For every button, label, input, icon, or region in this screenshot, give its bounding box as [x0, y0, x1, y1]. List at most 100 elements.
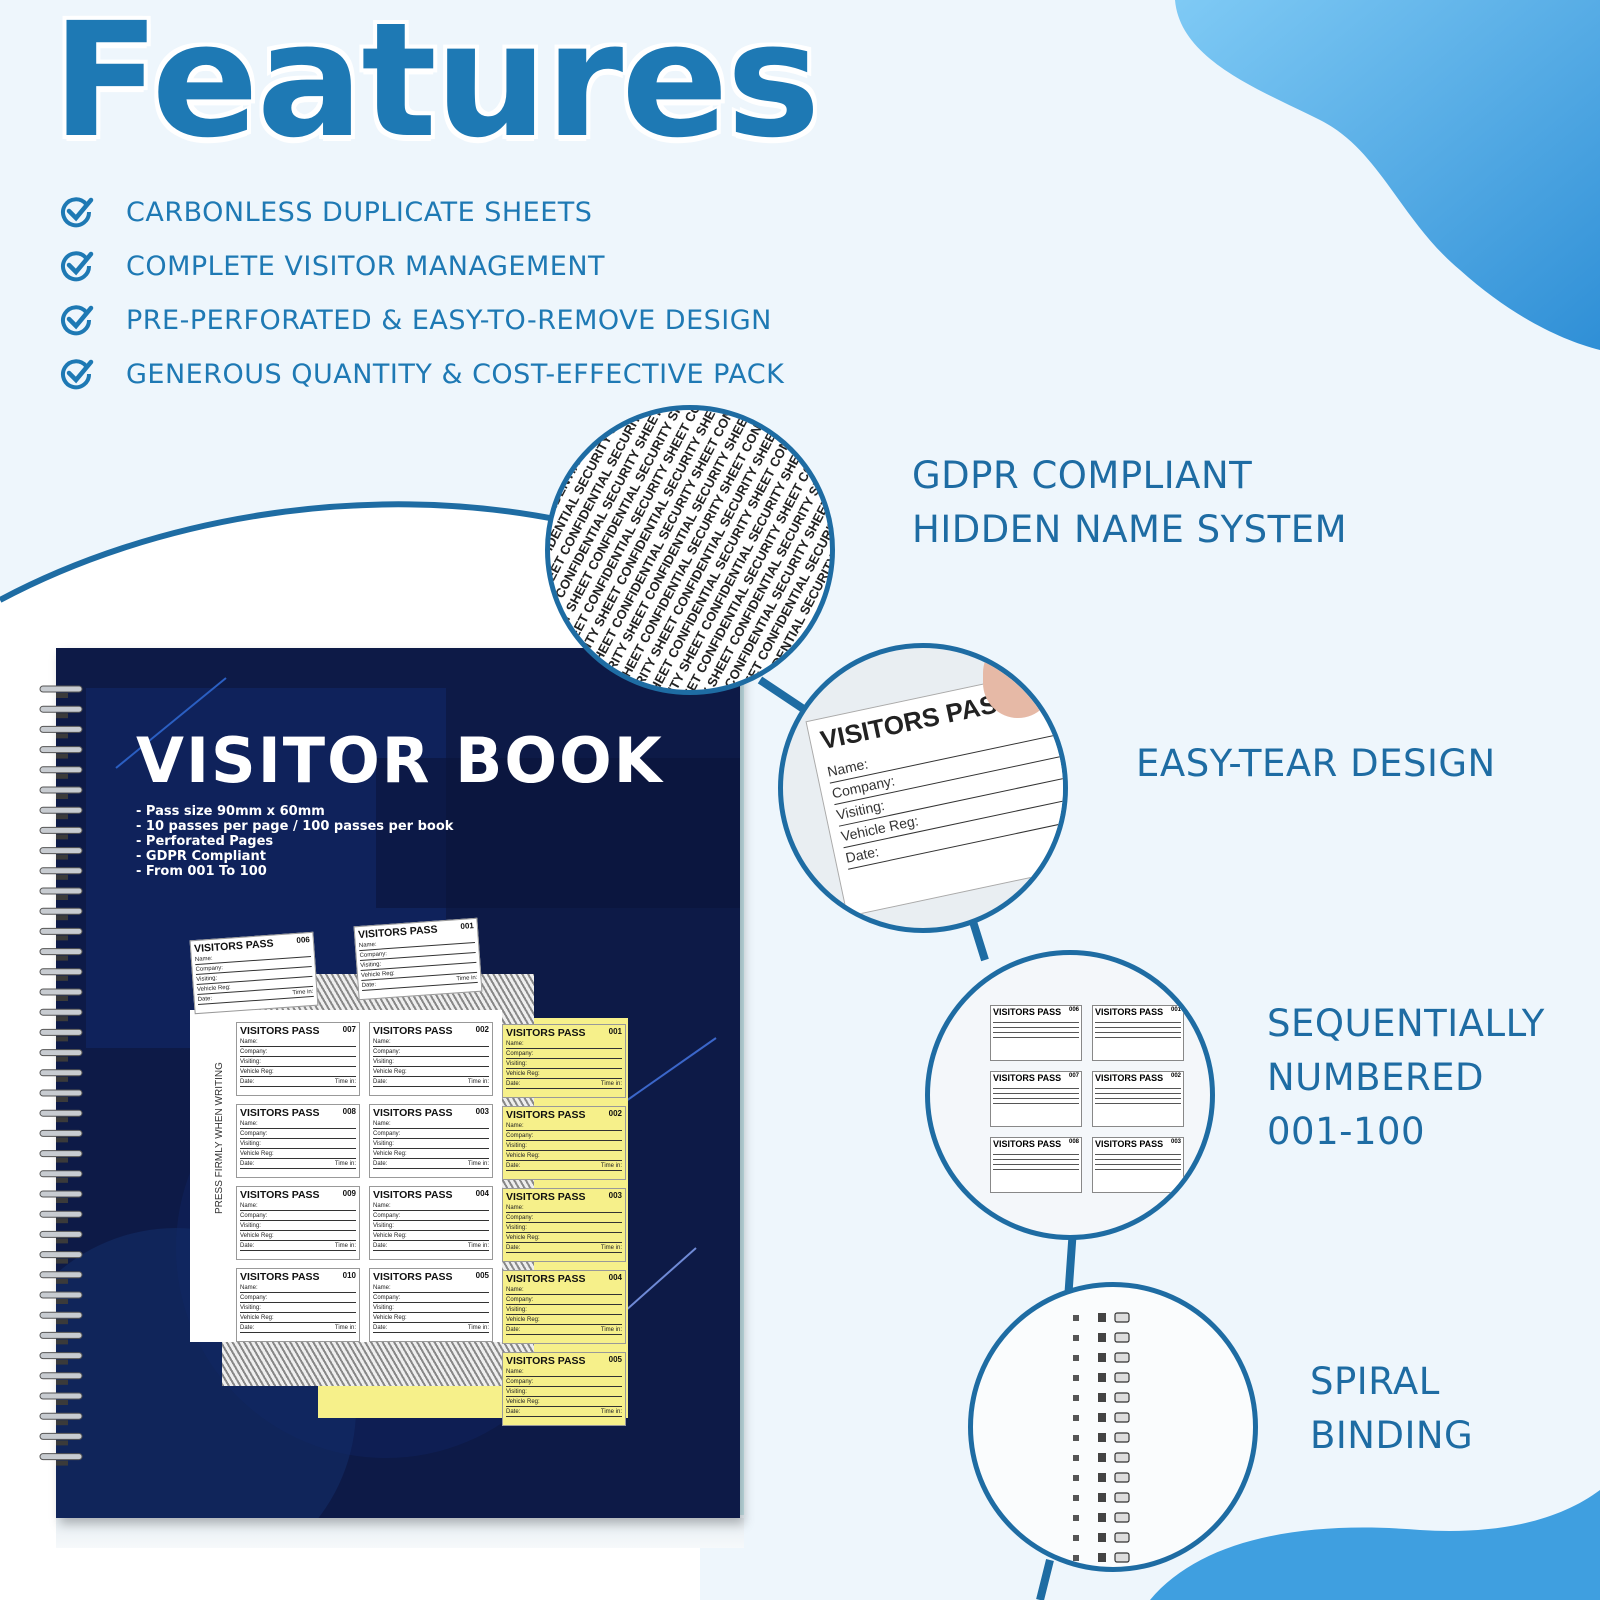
finger-shape [983, 648, 1053, 718]
pass-field: Name: [373, 1037, 489, 1047]
pass-field: Company: [506, 1049, 622, 1059]
feature-item: COMPLETE VISITOR MANAGEMENT [60, 239, 820, 293]
pass-field: Visiting: [506, 1141, 622, 1151]
spiral-coil [39, 1008, 83, 1022]
pass-number: 004 [608, 1273, 622, 1282]
pass-field: Vehicle Reg: [506, 1397, 622, 1407]
pass-number: 007 [342, 1025, 356, 1034]
feature-item: GENEROUS QUANTITY & COST-EFFECTIVE PACK [60, 347, 820, 401]
spiral-coil [1073, 1332, 1130, 1343]
spiral-binding [39, 685, 83, 1466]
pass-number: 003 [608, 1191, 622, 1200]
pass-field: Visiting: [373, 1139, 489, 1149]
pass-field: Company: [240, 1211, 356, 1221]
pass-field: Name: [373, 1119, 489, 1129]
spiral-coil [39, 1271, 83, 1284]
pass-field: Vehicle Reg: [373, 1231, 489, 1241]
book-bullet: - GDPR Compliant [136, 849, 266, 864]
spiral-coil [1073, 1392, 1130, 1403]
pass-number: 003 [475, 1107, 489, 1116]
spiral-coil [1073, 1412, 1130, 1423]
pass-field: Name: [506, 1285, 622, 1295]
spiral-coil [1073, 1432, 1130, 1443]
pass-number: 002 [608, 1109, 622, 1118]
book-bullet: - Perforated Pages [136, 834, 274, 849]
pass-field: Name: [240, 1037, 356, 1047]
pass-field: Name: [240, 1283, 356, 1293]
pass-title: VISITORS PASS [373, 1271, 453, 1283]
gdpr-callout: GDPR COMPLIANT HIDDEN NAME SYSTEM [912, 449, 1347, 557]
pass-field: Name: [506, 1367, 622, 1377]
pass-field: Date:Time in: [240, 1079, 356, 1087]
check-circle-icon [61, 305, 94, 336]
pass-field: Date:Time in: [373, 1243, 489, 1251]
callout-line: GDPR COMPLIANT [912, 454, 1253, 497]
pass-field: Name: [506, 1121, 622, 1131]
pass-field: Name: [240, 1201, 356, 1211]
spiral-coil [39, 746, 83, 759]
numbering-callout: SEQUENTIALLY NUMBERED 001-100 [1267, 997, 1545, 1159]
spiral-coil [39, 907, 83, 921]
spiral-coil [39, 826, 83, 840]
spiral-coil [39, 1412, 83, 1426]
pass-field: Visiting: [240, 1139, 356, 1149]
spiral-coil [39, 1129, 83, 1143]
spiral-coil [1073, 1492, 1130, 1503]
spiral-coil [39, 1453, 83, 1466]
spiral-coil [1073, 1512, 1130, 1523]
spiral-coil [39, 1190, 83, 1203]
pass-number: 005 [608, 1355, 622, 1364]
easy-tear-callout: EASY-TEAR DESIGN [1136, 742, 1496, 785]
pass-field: Vehicle Reg: [506, 1233, 622, 1243]
pass-field: Company: [240, 1047, 356, 1057]
spiral-coil [39, 948, 83, 961]
spiral-coil [39, 786, 83, 799]
feature-text: COMPLETE VISITOR MANAGEMENT [126, 250, 606, 282]
pass-number: 005 [475, 1271, 489, 1280]
spiral-coil [39, 968, 83, 981]
feature-text: GENEROUS QUANTITY & COST-EFFECTIVE PACK [126, 358, 785, 390]
feature-list: CARBONLESS DUPLICATE SHEETS COMPLETE VIS… [60, 185, 820, 401]
pass-field: Vehicle Reg: [373, 1067, 489, 1077]
pass-title: VISITORS PASS [506, 1109, 586, 1121]
pass-title: VISITORS PASS [240, 1025, 320, 1037]
pass-field: Visiting: [506, 1223, 622, 1233]
spiral-zoom-circle [968, 1282, 1258, 1572]
pass-title: VISITORS PASS [506, 1027, 586, 1039]
pass-field: Name: [240, 1119, 356, 1129]
spiral-callout: SPIRAL BINDING [1310, 1355, 1473, 1463]
spiral-coil [39, 1109, 83, 1123]
pass-title: VISITORS PASS [373, 1025, 453, 1037]
book-bullet: - 10 passes per page / 100 passes per bo… [136, 819, 454, 834]
pass-title: VISITORS PASS [240, 1189, 320, 1201]
spiral-coil [39, 1028, 83, 1042]
pass-number: 001 [608, 1027, 622, 1036]
callout-line: SEQUENTIALLY [1267, 1002, 1545, 1045]
spiral-coil [39, 887, 83, 900]
spiral-coil [39, 1150, 83, 1163]
spiral-coil [1073, 1452, 1130, 1463]
book-title: VISITOR BOOK [136, 724, 664, 797]
spiral-coil [1073, 1532, 1130, 1543]
spiral-coil [39, 1432, 83, 1446]
pass-field: Company: [506, 1131, 622, 1141]
feature-text: CARBONLESS DUPLICATE SHEETS [126, 196, 593, 228]
spiral-coil [1073, 1552, 1130, 1563]
pass-field: Visiting: [506, 1305, 622, 1315]
pass-field: Vehicle Reg: [506, 1315, 622, 1325]
pass-title: VISITORS PASS [240, 1271, 320, 1283]
pass-field: Company: [506, 1377, 622, 1387]
book-bullet: - Pass size 90mm x 60mm [136, 804, 325, 819]
visitor-book-cover: VISITOR BOOK - Pass size 90mm x 60mm - 1… [56, 648, 740, 1518]
spiral-coil [39, 1372, 83, 1385]
pass-field: Date:Time in: [240, 1161, 356, 1169]
pass-field: Visiting: [506, 1387, 622, 1397]
